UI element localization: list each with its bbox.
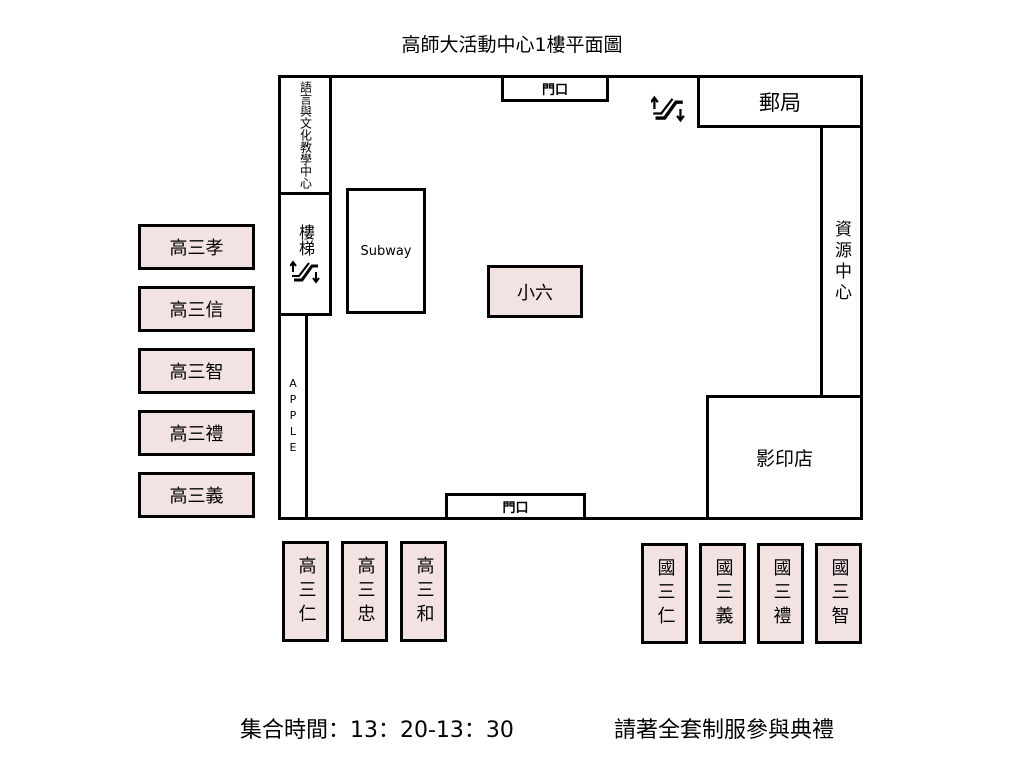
apple-label: APPLE (286, 376, 300, 457)
class-label: 高三和 (413, 555, 435, 628)
class-box: 高三和 (400, 541, 447, 642)
xiaoliu-label: 小六 (517, 282, 553, 304)
class-label: 國三仁 (654, 557, 676, 630)
apple-store: APPLE (278, 313, 308, 520)
post-office-label: 郵局 (759, 90, 801, 115)
class-label: 高三仁 (295, 555, 317, 628)
language-center-room: 語言與文化教學中心 (278, 75, 332, 195)
class-box: 高三義 (138, 472, 255, 518)
xiaoliu-shop: 小六 (487, 265, 583, 318)
escalator-icon (290, 260, 320, 284)
subway-label: Subway (360, 243, 412, 259)
class-box: 高三禮 (138, 410, 255, 456)
subway-shop: Subway (346, 188, 426, 314)
assembly-time-text: 集合時間：13：20-13：30 (240, 718, 514, 743)
class-label: 高三禮 (169, 424, 224, 445)
top-door: 門口 (501, 75, 609, 102)
class-label: 高三信 (169, 300, 224, 321)
class-box: 國三仁 (641, 543, 688, 644)
class-box: 高三信 (138, 286, 255, 332)
stairs-label: 樓梯 (296, 224, 315, 256)
class-label: 高三智 (169, 362, 224, 383)
print-shop: 影印店 (706, 395, 863, 520)
print-shop-label: 影印店 (755, 448, 813, 470)
dress-code-text: 請著全套制服參與典禮 (614, 718, 835, 743)
post-office: 郵局 (697, 75, 863, 128)
class-box: 國三禮 (757, 543, 804, 644)
class-box: 國三智 (815, 543, 862, 644)
class-label: 高三孝 (169, 238, 224, 259)
resource-center-label: 資源中心 (831, 219, 851, 304)
class-label: 高三義 (169, 486, 224, 507)
class-box: 高三孝 (138, 224, 255, 270)
language-center-label: 語言與文化教學中心 (298, 81, 313, 189)
class-label: 國三禮 (770, 557, 792, 630)
class-box: 高三忠 (341, 541, 388, 642)
bottom-door: 門口 (445, 493, 586, 520)
class-label: 高三忠 (354, 555, 376, 628)
bottom-door-label: 門口 (502, 501, 529, 516)
class-box: 國三義 (699, 543, 746, 644)
class-label: 國三智 (828, 557, 850, 630)
escalator-icon (651, 95, 685, 123)
stairs-room: 樓梯 (278, 192, 332, 316)
class-box: 高三仁 (282, 541, 329, 642)
class-label: 國三義 (712, 557, 734, 630)
page-title: 高師大活動中心1樓平面圖 (401, 34, 623, 56)
resource-center: 資源中心 (820, 125, 863, 398)
class-box: 高三智 (138, 348, 255, 394)
top-door-label: 門口 (541, 83, 568, 98)
